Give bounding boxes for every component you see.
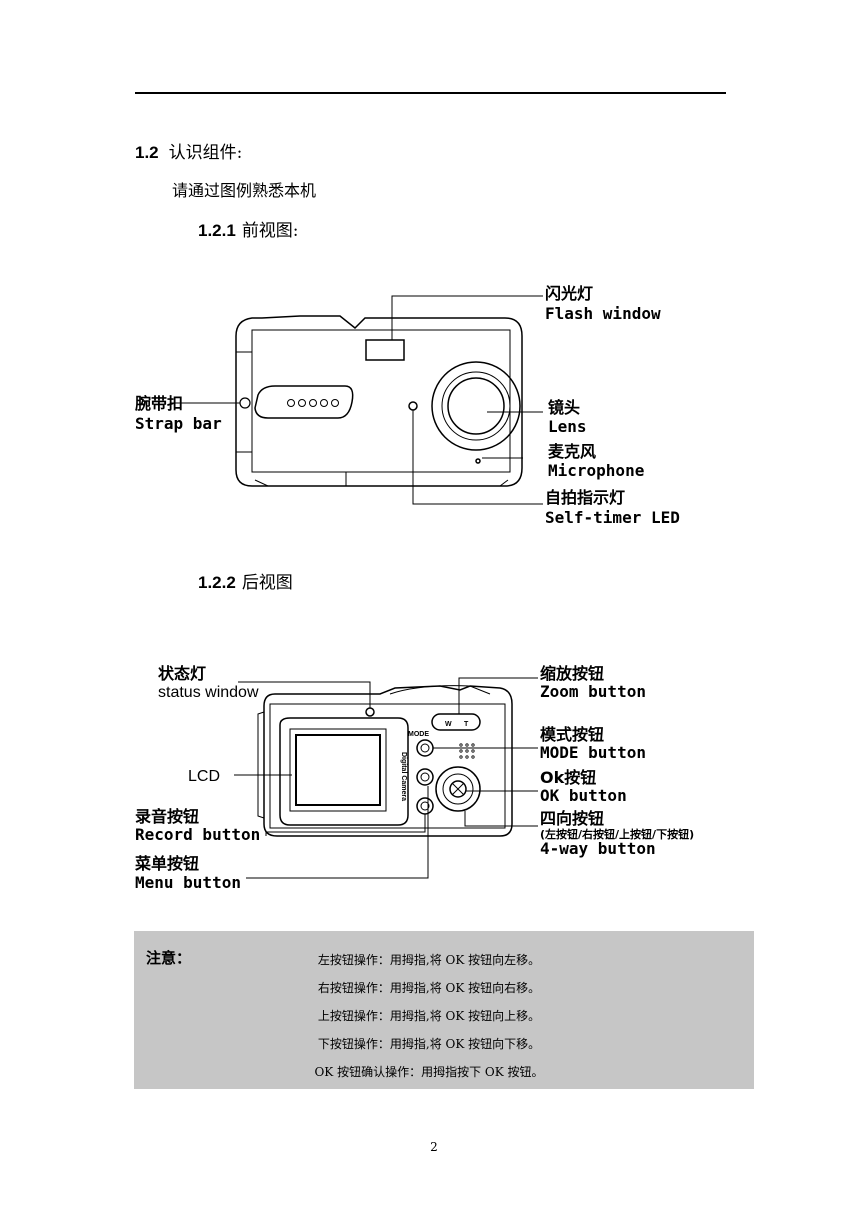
- menu-label-cn: 菜单按钮: [134, 854, 199, 873]
- mode-button: [416, 739, 434, 757]
- digital-camera-text: Digital Camera: [400, 752, 407, 801]
- strap-label-en: Strap bar: [135, 414, 222, 433]
- back-view-number: 1.2.2: [198, 573, 236, 592]
- lens-label-en: Lens: [548, 417, 587, 436]
- menu-label-en: Menu button: [135, 873, 241, 892]
- intro-text: 请通过图例熟悉本机: [172, 181, 317, 200]
- lens: [447, 377, 505, 435]
- led-label-cn: 自拍指示灯: [545, 488, 625, 507]
- zoom-button: [431, 713, 481, 731]
- mode-label-cn: 模式按钮: [540, 725, 604, 744]
- mic-label-cn: 麦克风: [548, 442, 596, 461]
- lens-label-cn: 镜头: [548, 398, 580, 417]
- self-timer-led: [408, 401, 418, 411]
- back-view-heading: 1.2.2 后视图: [198, 568, 293, 593]
- fourway-label-en: 4-way button: [540, 839, 656, 858]
- four-way-button: [435, 766, 481, 812]
- record-label-en: Record button: [135, 825, 260, 844]
- note-line: 右按钮操作：用拇指,将 OK 按钮向右移。: [317, 981, 541, 995]
- status-label-en: status window: [158, 684, 259, 701]
- zoom-t-label: T: [464, 721, 469, 728]
- lcd-label: LCD: [188, 768, 220, 785]
- strap-bar: [254, 385, 354, 419]
- section-number: 1.2: [135, 143, 159, 162]
- led-label-en: Self-timer LED: [545, 508, 680, 527]
- microphone: [475, 458, 481, 464]
- ok-label-cn: Ok按钮: [540, 768, 596, 787]
- note-box: 注意： 左按钮操作：用拇指,将 OK 按钮向左移。 右按钮操作：用拇指,将 OK…: [134, 931, 754, 1089]
- status-window: [365, 707, 375, 717]
- mode-label-en: MODE button: [540, 743, 646, 762]
- lens-outer: [431, 361, 521, 451]
- menu-button: [416, 797, 434, 815]
- back-callout-lines: [234, 677, 538, 879]
- flash-window: [365, 339, 405, 361]
- mode-tiny-label: MODE: [408, 731, 429, 738]
- note-line: 上按钮操作：用拇指,将 OK 按钮向上移。: [317, 1009, 541, 1023]
- front-view-title: 前视图:: [241, 221, 299, 241]
- lcd-screen: [295, 734, 381, 806]
- section-title: 认识组件:: [168, 143, 243, 163]
- strap-hole: [239, 397, 251, 409]
- zoom-w-label: W: [445, 721, 452, 728]
- back-view-title: 后视图: [241, 573, 293, 593]
- front-camera-illustration: [235, 315, 523, 487]
- fourway-label-sub: (左按钮/右按钮/上按钮/下按钮): [540, 827, 694, 841]
- menu-top-button: [416, 768, 434, 786]
- front-view-heading: 1.2.1 前视图:: [198, 216, 299, 241]
- note-line: 左按钮操作：用拇指,将 OK 按钮向左移。: [317, 953, 541, 967]
- strap-label-cn: 腕带扣: [135, 394, 183, 413]
- back-camera-illustration: [257, 685, 513, 837]
- status-label-cn: 状态灯: [158, 664, 206, 683]
- front-callout-lines: [171, 295, 543, 505]
- record-label-cn: 录音按钮: [135, 807, 199, 826]
- page-number: 2: [430, 1140, 438, 1154]
- section-heading: 1.2 认识组件:: [135, 138, 242, 163]
- header-rule: [135, 92, 726, 94]
- front-view-number: 1.2.1: [198, 221, 236, 240]
- note-line: 下按钮操作：用拇指,将 OK 按钮向下移。: [317, 1037, 541, 1051]
- zoom-label-cn: 缩放按钮: [540, 664, 604, 683]
- mic-label-en: Microphone: [548, 461, 644, 480]
- flash-label-cn: 闪光灯: [545, 284, 593, 303]
- fourway-label-cn: 四向按钮: [540, 809, 604, 828]
- flash-label-en: Flash window: [545, 304, 661, 323]
- zoom-label-en: Zoom button: [540, 682, 646, 701]
- ok-label-en: OK button: [540, 786, 627, 805]
- note-title: 注意：: [146, 949, 192, 967]
- ok-button: [449, 780, 467, 798]
- note-line: OK 按钮确认操作：用拇指按下 OK 按钮。: [314, 1065, 544, 1079]
